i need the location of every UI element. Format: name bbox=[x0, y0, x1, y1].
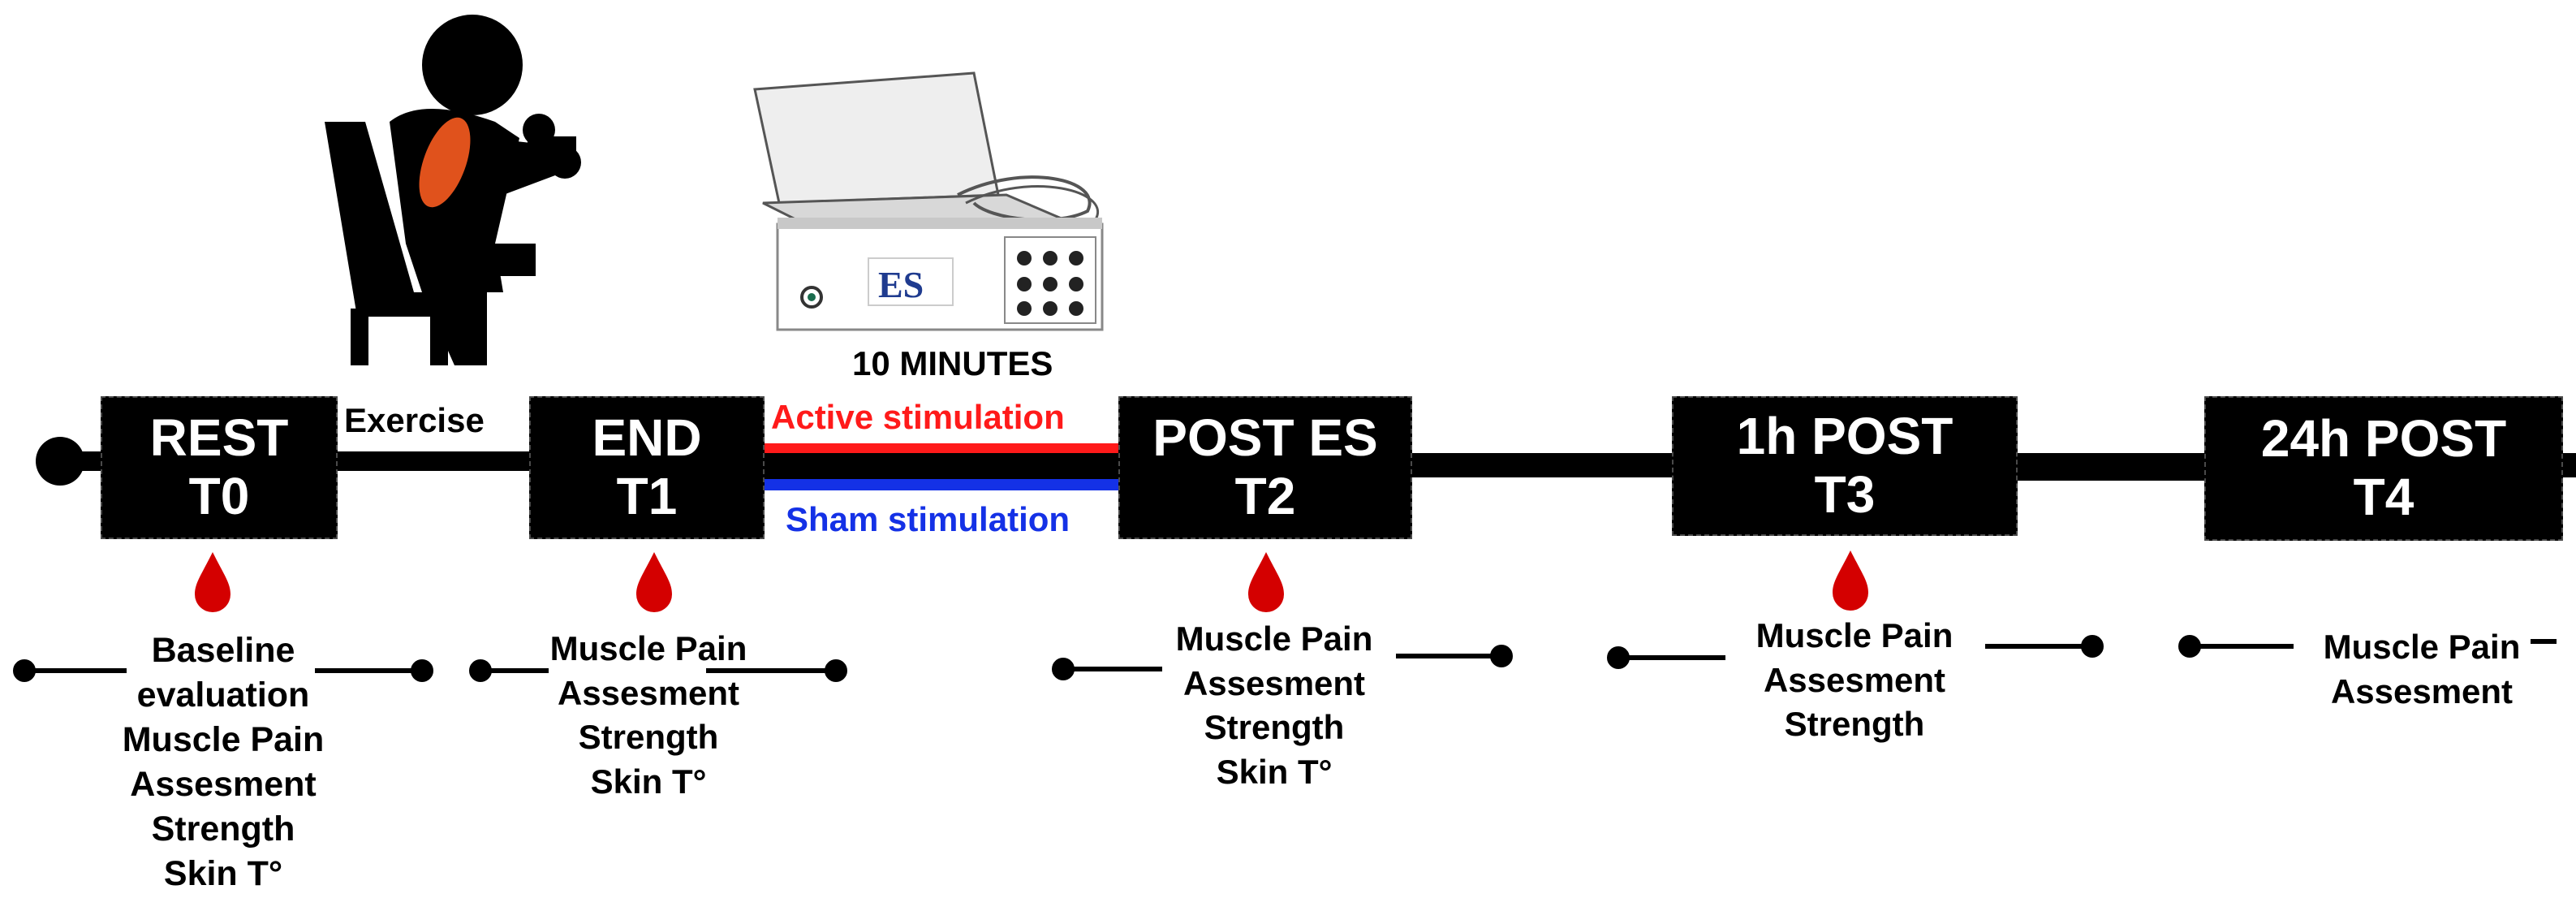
assessment-item: Muscle Pain bbox=[122, 720, 325, 760]
assessment-item: Strength bbox=[151, 810, 295, 849]
blood-drop-icon bbox=[636, 552, 672, 612]
timepoint-name: 1h POST bbox=[1736, 407, 1954, 466]
timepoint-code: T3 bbox=[1814, 465, 1876, 524]
assessment-item: Strength bbox=[578, 718, 719, 757]
timeline-line bbox=[763, 453, 1120, 473]
assessments-t4: Muscle Pain Assesment bbox=[2300, 625, 2544, 714]
assessments-t2: Muscle Pain Assesment Strength Skin T° bbox=[1144, 617, 1404, 794]
timepoint-name: 24h POST bbox=[2260, 409, 2507, 468]
assessment-item: Muscle Pain bbox=[1755, 616, 1954, 654]
timepoint-name: POST ES bbox=[1152, 408, 1378, 468]
timepoint-box-t3: 1h POST T3 bbox=[1672, 396, 2018, 536]
assessment-item: Assesment bbox=[130, 765, 317, 805]
timepoint-name: REST bbox=[149, 408, 289, 468]
timepoint-name: END bbox=[592, 408, 702, 468]
duration-label: 10 MINUTES bbox=[852, 344, 1053, 382]
assessment-item: Baseline bbox=[151, 631, 295, 670]
assessment-item: evaluation bbox=[136, 676, 310, 715]
blood-drop-icon bbox=[1833, 550, 1868, 611]
assessment-item: Muscle Pain bbox=[2323, 628, 2521, 666]
assessment-item: Muscle Pain bbox=[1175, 620, 1373, 658]
assessment-item: Skin T° bbox=[163, 854, 283, 894]
timepoint-code: T2 bbox=[1234, 467, 1296, 525]
sham-stimulation-line bbox=[763, 479, 1120, 490]
person-exercising-icon bbox=[325, 15, 581, 365]
blood-drop-icon bbox=[1248, 552, 1284, 612]
assessment-item: Assesment bbox=[1182, 663, 1366, 702]
assessment-brackets bbox=[13, 635, 2557, 682]
exercise-label: Exercise bbox=[344, 401, 485, 439]
assessment-item: Skin T° bbox=[1216, 752, 1333, 791]
active-stimulation-line bbox=[763, 443, 1120, 453]
timepoint-code: T0 bbox=[188, 467, 250, 525]
timeline-line bbox=[763, 473, 1120, 479]
timepoint-code: T1 bbox=[616, 467, 678, 525]
timepoint-box-t4: 24h POST T4 bbox=[2204, 396, 2563, 541]
blood-drop-icon bbox=[195, 552, 230, 612]
timepoint-code: T4 bbox=[2353, 468, 2414, 526]
assessments-t3: Muscle Pain Assesment Strength bbox=[1721, 614, 1988, 747]
active-stimulation-label: Active stimulation bbox=[771, 398, 1065, 436]
electrostimulation-device-icon bbox=[753, 71, 1104, 331]
assessment-item: Skin T° bbox=[590, 762, 707, 801]
timepoint-box-t1: END T1 bbox=[529, 396, 765, 539]
assessment-item: Assesment bbox=[557, 673, 740, 712]
assessment-item: Strength bbox=[1784, 705, 1925, 744]
timeline-line bbox=[2005, 456, 2216, 481]
sham-stimulation-label: Sham stimulation bbox=[786, 500, 1070, 538]
device-label: ES bbox=[878, 264, 924, 305]
assessments-t0: Baseline evaluation Muscle Pain Assesmen… bbox=[89, 628, 357, 896]
timepoint-box-t0: REST T0 bbox=[101, 396, 338, 539]
assessment-item: Assesment bbox=[2330, 671, 2514, 710]
assessment-item: Muscle Pain bbox=[549, 629, 747, 667]
assessment-item: Strength bbox=[1204, 708, 1345, 747]
assessment-item: Assesment bbox=[1763, 660, 1946, 699]
timepoint-box-t2: POST ES T2 bbox=[1118, 396, 1412, 539]
assessments-t1: Muscle Pain Assesment Strength Skin T° bbox=[523, 627, 774, 804]
